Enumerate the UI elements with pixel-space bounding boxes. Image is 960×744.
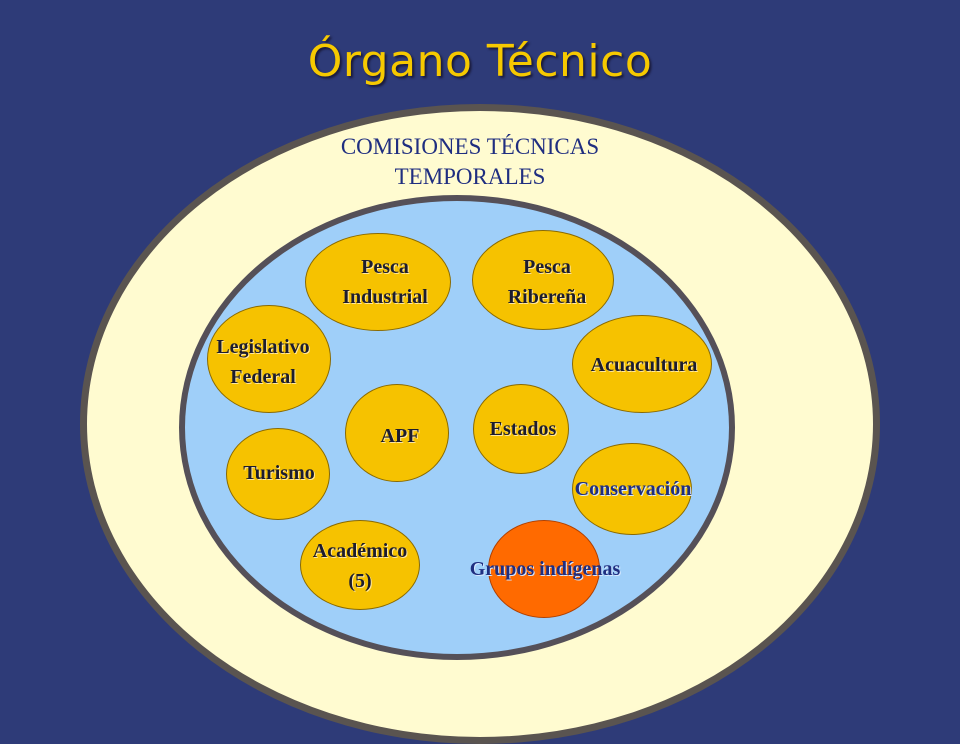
node-pesca-riberena [472, 230, 614, 330]
node-pesca-industrial [305, 233, 451, 331]
label-conservacion: Conservación [574, 478, 692, 500]
label-estados: Estados [489, 418, 557, 440]
node-acuacultura [572, 315, 712, 413]
node-turismo [226, 428, 330, 520]
node-apf [345, 384, 449, 482]
label-grupos-indigenas: Grupos indígenas [469, 558, 621, 580]
label-pesca-riberena: Pesca Ribereña [507, 256, 587, 308]
label-apf: APF [380, 425, 420, 447]
label-legislativo-federal: Legislativo Federal [216, 336, 310, 388]
node-conservacion [572, 443, 692, 535]
label-pesca-industrial: Pesca Industrial [342, 256, 428, 308]
page-title: Órgano Técnico [307, 36, 653, 87]
node-grupos-indigenas [488, 520, 600, 618]
outer-label: COMISIONES TÉCNICAS TEMPORALES [340, 134, 600, 189]
node-estados [473, 384, 569, 474]
node-academico [300, 520, 420, 610]
node-legislativo-federal [207, 305, 331, 413]
label-turismo: Turismo [243, 462, 315, 484]
label-academico: Académico (5) [312, 540, 408, 592]
inner-circle [179, 195, 735, 660]
label-acuacultura: Acuacultura [590, 354, 698, 376]
